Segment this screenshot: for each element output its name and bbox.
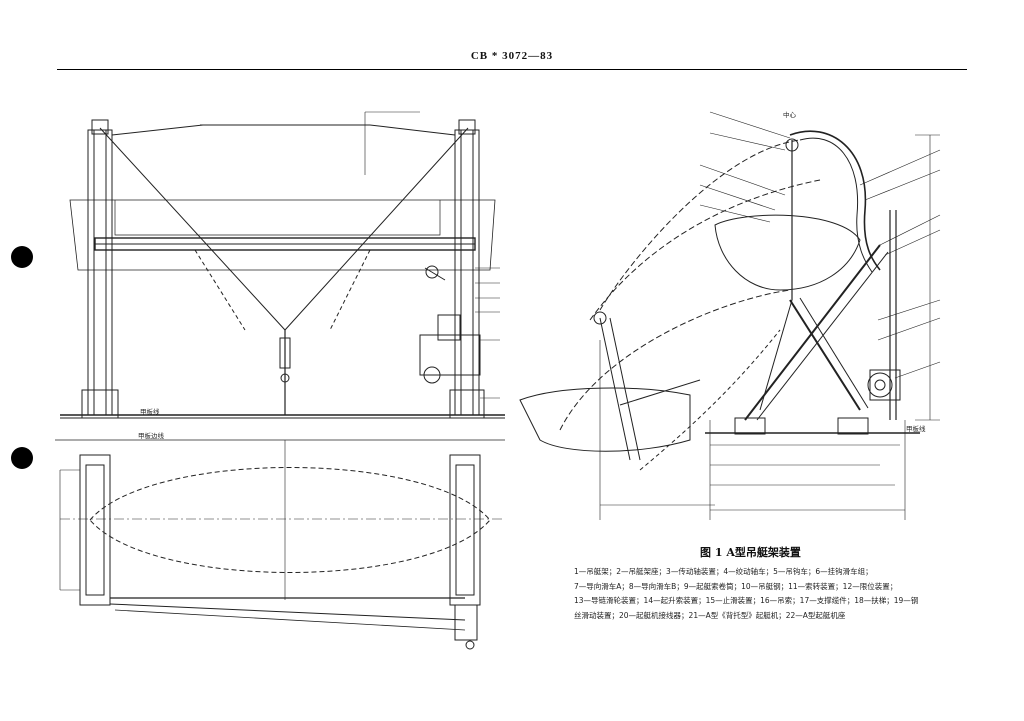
figure-caption: 图 1 A型吊艇架装置: [700, 546, 801, 559]
plan-view: [55, 439, 505, 650]
front-elevation-view: [60, 111, 505, 419]
legend-line: 丝滑动装置；20—起艇机接线器；21—A型《背托型》起艇机；22—A型起艇机座: [574, 610, 846, 620]
header-rule: [57, 69, 967, 70]
side-view: [519, 111, 941, 520]
center-mark-label: 中心: [783, 110, 797, 119]
legend-line: 7—导向滑车A；8—导向滑车B；9—起艇索卷筒；10—吊艇钢；11—索转装置；1…: [574, 581, 898, 591]
legend-line: 1—吊艇架；2—吊艇架座；3—传动轴装置；4—绞动轴车；5—吊钩车；6—挂钩滑车…: [574, 567, 873, 576]
binder-hole-top: [11, 246, 33, 268]
figure-legend: 1—吊艇架；2—吊艇架座；3—传动轴装置；4—绞动轴车；5—吊钩车；6—挂钩滑车…: [574, 565, 919, 623]
side-deck-label: 甲板线: [906, 424, 926, 433]
legend-line: 13—导链滑轮装置；14—起升索装置；15—止滑装置；16—吊索；17—支撑缆件…: [574, 596, 919, 605]
standard-number: CB * 3072—83: [470, 50, 554, 62]
deck-line-label: 甲板线: [140, 407, 160, 416]
deck-edge-label: 甲板边线: [138, 431, 165, 440]
binder-hole-bottom: [11, 447, 33, 469]
